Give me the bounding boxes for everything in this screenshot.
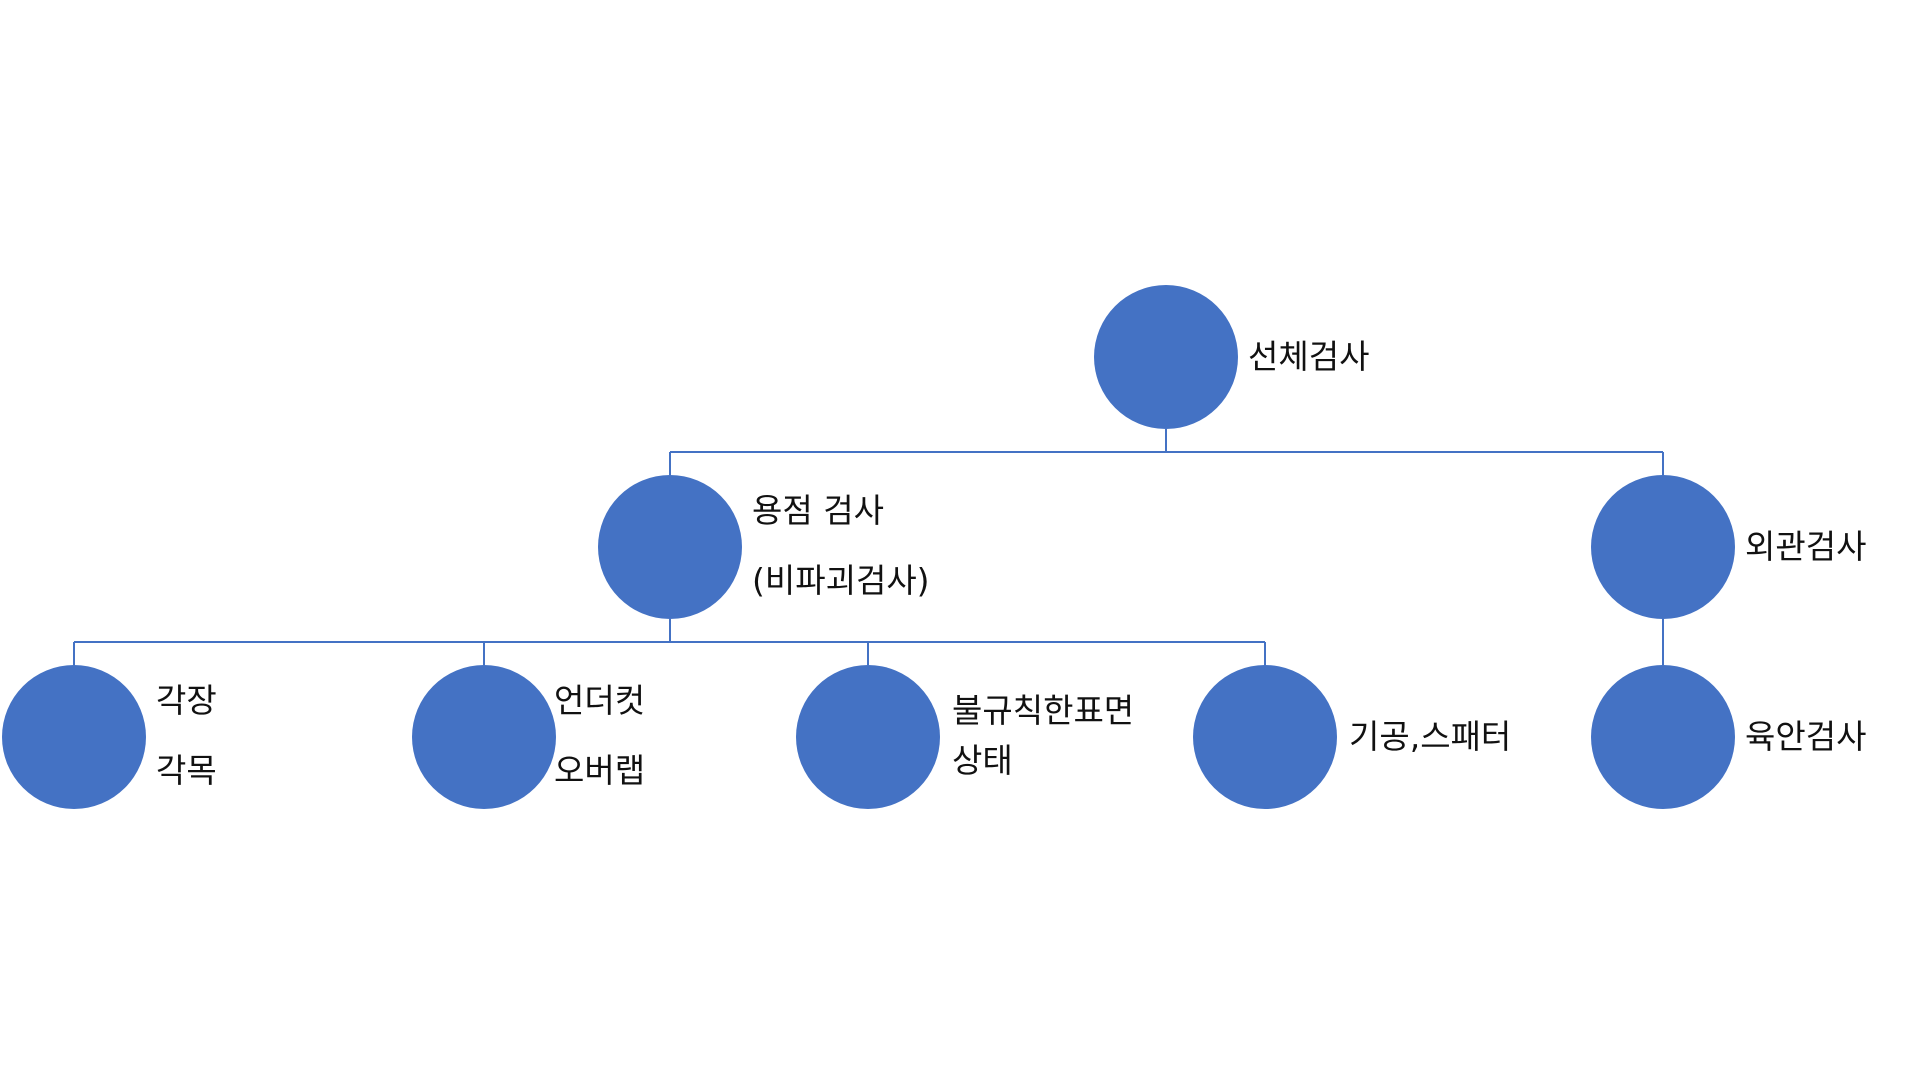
node-porosity-spatter: 기공,스패터 <box>1193 665 1511 809</box>
node-angle: 각장 각목 <box>2 665 227 809</box>
node-label: 각장 각목 <box>156 681 227 790</box>
node-undercut: 언더컷 오버랩 <box>412 665 656 809</box>
node-visual-inspection: 외관검사 <box>1591 475 1866 619</box>
node-label: 육안검사 <box>1745 717 1866 756</box>
node-circle <box>1591 665 1735 809</box>
node-naked-eye-inspection: 육안검사 <box>1591 665 1866 809</box>
node-label: 선체검사 <box>1248 337 1369 376</box>
label-line-1: 용점 검사 <box>752 491 884 530</box>
label-line-1: 육안검사 <box>1745 717 1866 756</box>
node-circle <box>412 665 556 809</box>
label-line-2: 각목 <box>156 751 217 790</box>
node-irregular-surface: 불규칙한표면 상태 <box>796 665 1145 809</box>
label-line-2: 상태 <box>952 741 1013 780</box>
label-line-2: (비파괴검사) <box>752 561 930 600</box>
node-circle <box>2 665 146 809</box>
node-circle <box>796 665 940 809</box>
node-label: 불규칙한표면 상태 <box>952 691 1145 780</box>
label-line-1: 선체검사 <box>1248 337 1369 376</box>
label-line-2: 오버랩 <box>554 751 645 790</box>
node-circle <box>598 475 742 619</box>
connectors <box>73 429 1664 665</box>
connector-root-to-children <box>669 429 1664 475</box>
label-line-1: 언더컷 <box>554 681 645 720</box>
label-line-1: 각장 <box>156 681 217 720</box>
node-circle <box>1193 665 1337 809</box>
node-label: 용점 검사 (비파괴검사) <box>752 491 930 600</box>
label-line-1: 외관검사 <box>1745 527 1866 566</box>
node-weld-inspection: 용점 검사 (비파괴검사) <box>598 475 930 619</box>
node-hull-inspection: 선체검사 <box>1094 285 1369 429</box>
label-line-1: 기공,스패터 <box>1349 717 1511 756</box>
node-label: 외관검사 <box>1745 527 1866 566</box>
node-label: 언더컷 오버랩 <box>554 681 656 790</box>
node-label: 기공,스패터 <box>1349 717 1511 756</box>
connector-weld-to-children <box>73 619 1266 665</box>
label-line-1: 불규칙한표면 <box>952 691 1134 730</box>
node-circle <box>1591 475 1735 619</box>
node-circle <box>1094 285 1238 429</box>
